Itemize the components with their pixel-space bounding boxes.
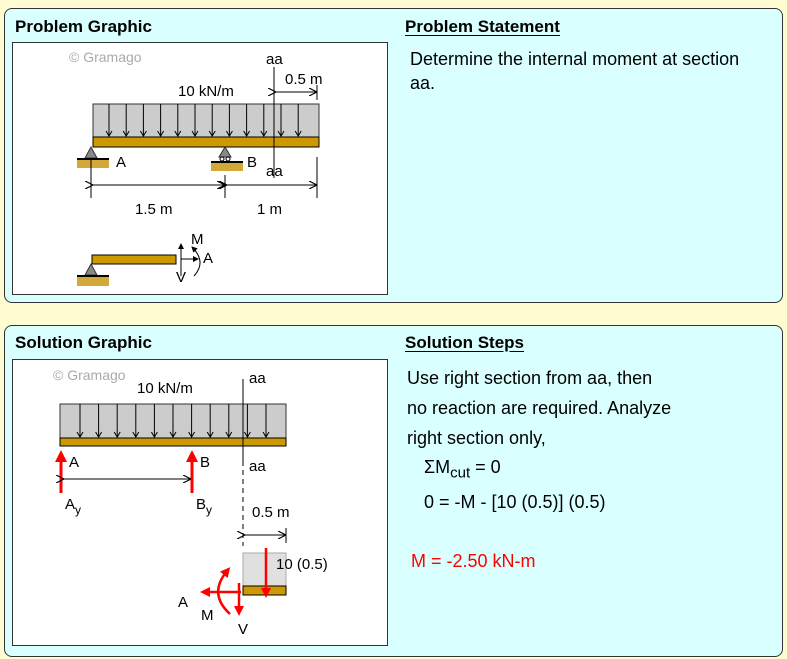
- solution-graphic: © Gramago 10 kN/m aa aa A B Ay By 0.5 m …: [12, 359, 388, 646]
- load-arrow-head: [277, 130, 285, 137]
- fbd-m: M: [201, 607, 214, 624]
- solution-steps: Use right section from aa, then no react…: [407, 363, 671, 576]
- step-line: Use right section from aa, then: [407, 368, 653, 388]
- load-arrow-head: [174, 130, 182, 137]
- load-arrow-head: [105, 130, 113, 137]
- label-b: B: [200, 454, 210, 471]
- dim-b-end: 1 m: [257, 201, 282, 218]
- load-arrow-head: [191, 130, 199, 137]
- load-arrow-head: [113, 431, 121, 438]
- load-arrow-head: [122, 130, 130, 137]
- sum-sub: cut: [450, 464, 471, 482]
- fbd-support: [77, 262, 109, 286]
- fbd-a: A: [178, 594, 188, 611]
- label-a: A: [69, 454, 79, 471]
- moment-arc: [191, 246, 201, 277]
- load-arrow-head: [150, 431, 158, 438]
- solution-graphic-title: Solution Graphic: [15, 333, 152, 352]
- pin-support-a: [77, 145, 109, 168]
- section-label-top: aa: [249, 370, 266, 387]
- dim-section: 0.5 m: [252, 504, 290, 521]
- load-arrow-head: [95, 431, 103, 438]
- ay-label: Ay: [65, 496, 81, 517]
- moment-arc: [217, 567, 231, 615]
- load-arrow-head: [157, 130, 165, 137]
- load-label: 10 kN/m: [178, 83, 234, 100]
- solution-steps-title: Solution Steps: [405, 333, 524, 352]
- section-label-bottom: aa: [266, 163, 283, 180]
- step-line: right section only,: [407, 428, 546, 448]
- problem-statement-title: Problem Statement: [405, 17, 560, 36]
- label-b: B: [247, 154, 257, 171]
- sum-equation: ΣMcut = 0: [407, 453, 671, 488]
- load-arrow-head: [206, 431, 214, 438]
- dim-section: 0.5 m: [285, 71, 323, 88]
- problem-graphic-title: Problem Graphic: [15, 17, 152, 36]
- load-arrow-head: [294, 130, 302, 137]
- fbd-a: A: [203, 250, 213, 267]
- problem-graphic: © Gramago 10 kN/m A B aa aa 0.5 m 1.5 m …: [12, 42, 388, 295]
- by-label: By: [196, 496, 212, 517]
- load-arrow-head: [243, 431, 251, 438]
- load-arrow-head: [260, 130, 268, 137]
- load-label: 10 kN/m: [137, 380, 193, 397]
- distributed-load: [92, 103, 320, 138]
- beam: [92, 136, 320, 148]
- result: M = -2.50 kN-m: [411, 550, 536, 571]
- load-arrow-head: [169, 431, 177, 438]
- roller-support-b: [211, 146, 243, 171]
- step-line: no reaction are required. Analyze: [407, 398, 672, 418]
- load-arrow-head: [225, 431, 233, 438]
- load-arrow-head: [262, 431, 270, 438]
- force-label: 10 (0.5): [276, 556, 328, 573]
- dim-ab: 1.5 m: [135, 201, 173, 218]
- watermark: © Gramago: [53, 367, 126, 383]
- section-label-bottom: aa: [249, 458, 266, 475]
- beam: [59, 437, 287, 447]
- label-a: A: [116, 154, 126, 171]
- problem-beam-diagram: © Gramago 10 kN/m A B aa aa 0.5 m 1.5 m …: [69, 49, 323, 286]
- fbd-v: V: [238, 621, 248, 638]
- fbd-m: M: [191, 231, 204, 248]
- load-arrow-head: [132, 431, 140, 438]
- fbd-v: V: [176, 269, 186, 286]
- load-arrow-head: [188, 431, 196, 438]
- section-load: [242, 552, 287, 587]
- moment-equation: 0 = -M - [10 (0.5)] (0.5): [424, 491, 606, 512]
- section-label-top: aa: [266, 51, 283, 68]
- load-arrow-head: [243, 130, 251, 137]
- load-arrow-head: [139, 130, 147, 137]
- solution-beam-diagram: © Gramago 10 kN/m aa aa A B Ay By 0.5 m …: [53, 367, 328, 638]
- section-beam: [242, 585, 287, 596]
- watermark: © Gramago: [69, 49, 142, 65]
- problem-statement: Determine the internal moment at section…: [410, 49, 740, 93]
- solution-panel: Solution Graphic Solution Steps Use righ…: [4, 325, 783, 657]
- sum-suffix: = 0: [470, 457, 501, 477]
- load-arrow-head: [208, 130, 216, 137]
- problem-panel: Problem Graphic Problem Statement Determ…: [4, 8, 783, 303]
- sum-prefix: ΣM: [424, 457, 451, 477]
- load-arrow-head: [225, 130, 233, 137]
- fbd-beam: [91, 254, 177, 265]
- load-arrow-head: [76, 431, 84, 438]
